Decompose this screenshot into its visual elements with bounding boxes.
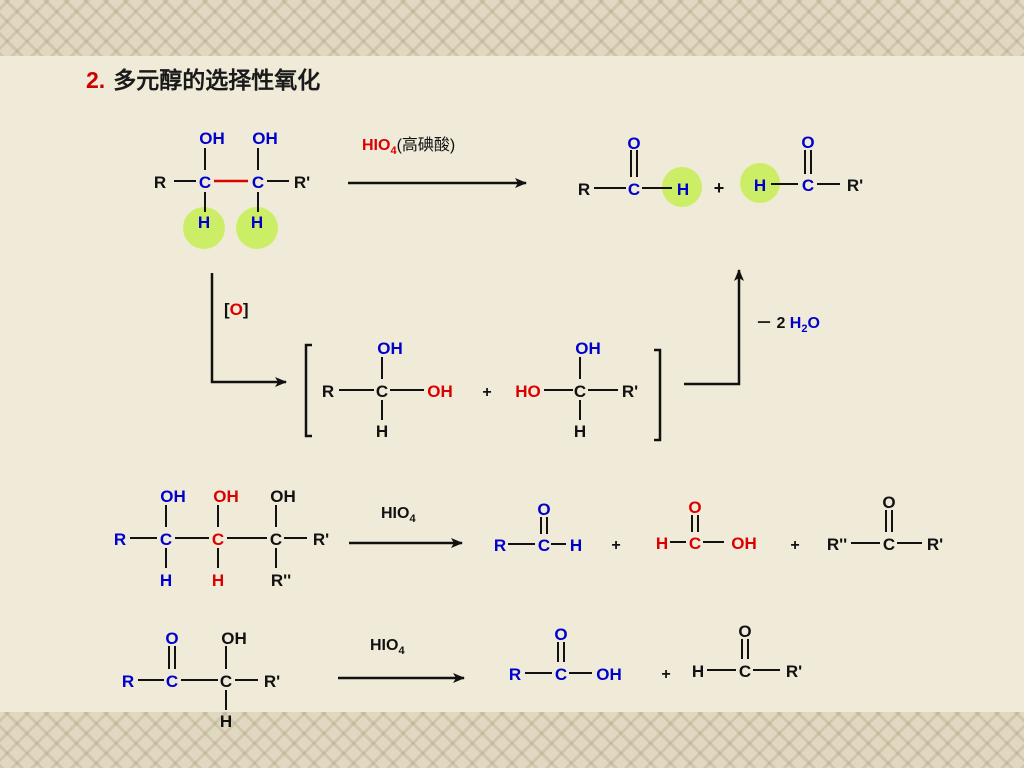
atom-oh: OH [213,487,239,506]
atom-r-prime: R' [622,382,638,401]
atom-h: H [754,176,766,195]
mechanism-path: [O] R C OH OH H + HO C OH R' H － 2 H2O [210,269,820,442]
atom-oh: OH [596,665,622,684]
atom-h: H [160,571,172,590]
reaction-2: R C C C R' OH OH OH H H R'' HIO4 R C O H… [114,487,943,590]
atom-c: C [270,530,282,549]
atom-ho: HO [515,382,541,401]
up-arrow [684,269,744,386]
reaction-1: R C C R' OH OH H H HIO4(高碘酸) R C O H + H… [154,129,863,249]
atom-h: H [692,662,704,681]
atom-r: R [114,530,126,549]
highlight-h-3 [662,167,702,207]
atom-o: O [627,134,640,153]
slide-title: 2.多元醇的选择性氧化 [86,67,321,93]
highlight-h-1 [183,207,225,249]
atom-oh: OH [221,629,247,648]
atom-h: H [198,213,210,232]
atom-c: C [252,173,264,192]
atom-c: C [555,665,567,684]
atom-oh: OH [731,534,757,553]
atom-c: C [166,672,178,691]
atom-h: H [656,534,668,553]
atom-o: O [554,625,567,644]
atom-h: H [574,422,586,441]
reagent-periodic-acid: HIO4 [381,505,416,525]
atom-r: R [122,672,134,691]
atom-c: C [376,382,388,401]
atom-r-prime: R' [294,173,310,192]
oxidant-label: [O] [224,300,249,319]
atom-o: O [801,133,814,152]
atom-c: C [883,535,895,554]
atom-o: O [165,629,178,648]
atom-r-prime: R' [264,672,280,691]
right-bracket [654,348,662,442]
plus-sign: + [611,537,620,554]
atom-c: C [212,530,224,549]
left-bracket [304,343,312,438]
reagent-periodic-acid: HIO4 [370,637,405,657]
atom-c: C [739,662,751,681]
atom-o: O [882,493,895,512]
atom-r-prime: R' [927,535,943,554]
plus-sign: + [661,666,670,683]
atom-c: C [628,180,640,199]
down-arrow [210,273,287,387]
atom-c: C [220,672,232,691]
plus-sign: + [714,178,725,198]
atom-r: R [322,382,334,401]
atom-c: C [199,173,211,192]
atom-h: H [570,536,582,555]
atom-oh: OH [199,129,225,148]
atom-oh: OH [270,487,296,506]
atom-oh: OH [252,129,278,148]
atom-c: C [538,536,550,555]
atom-c: C [802,176,814,195]
atom-r-prime: R' [786,662,802,681]
atom-r-prime: R' [847,176,863,195]
atom-h: H [376,422,388,441]
atom-o: O [738,622,751,641]
reagent-periodic-acid: HIO4(高碘酸) [362,136,455,157]
atom-h: H [251,213,263,232]
atom-c: C [689,534,701,553]
atom-oh: OH [377,339,403,358]
atom-r: R [494,536,506,555]
atom-r-double-prime: R'' [827,535,847,554]
highlight-h-2 [236,207,278,249]
atom-o: O [688,498,701,517]
top-border-pattern [0,0,1024,56]
plus-sign: + [482,384,491,401]
atom-o: O [537,500,550,519]
atom-r: R [578,180,590,199]
atom-oh: OH [160,487,186,506]
atom-h: H [212,571,224,590]
atom-c: C [160,530,172,549]
slide-content-area [0,56,1024,712]
bottom-border-pattern [0,712,1024,768]
highlight-h-4 [740,163,780,203]
atom-r-prime: R' [313,530,329,549]
water-loss-label: － 2 H2O [756,315,820,335]
atom-h: H [220,712,232,731]
reaction-3: R C O C OH R' H HIO4 R C O OH + H C O R' [122,622,802,731]
atom-r: R [509,665,521,684]
atom-oh: OH [575,339,601,358]
atom-r: R [154,173,166,192]
atom-c: C [574,382,586,401]
atom-oh: OH [427,382,453,401]
plus-sign: + [790,537,799,554]
atom-h: H [677,180,689,199]
atom-r-double-prime: R'' [271,571,291,590]
